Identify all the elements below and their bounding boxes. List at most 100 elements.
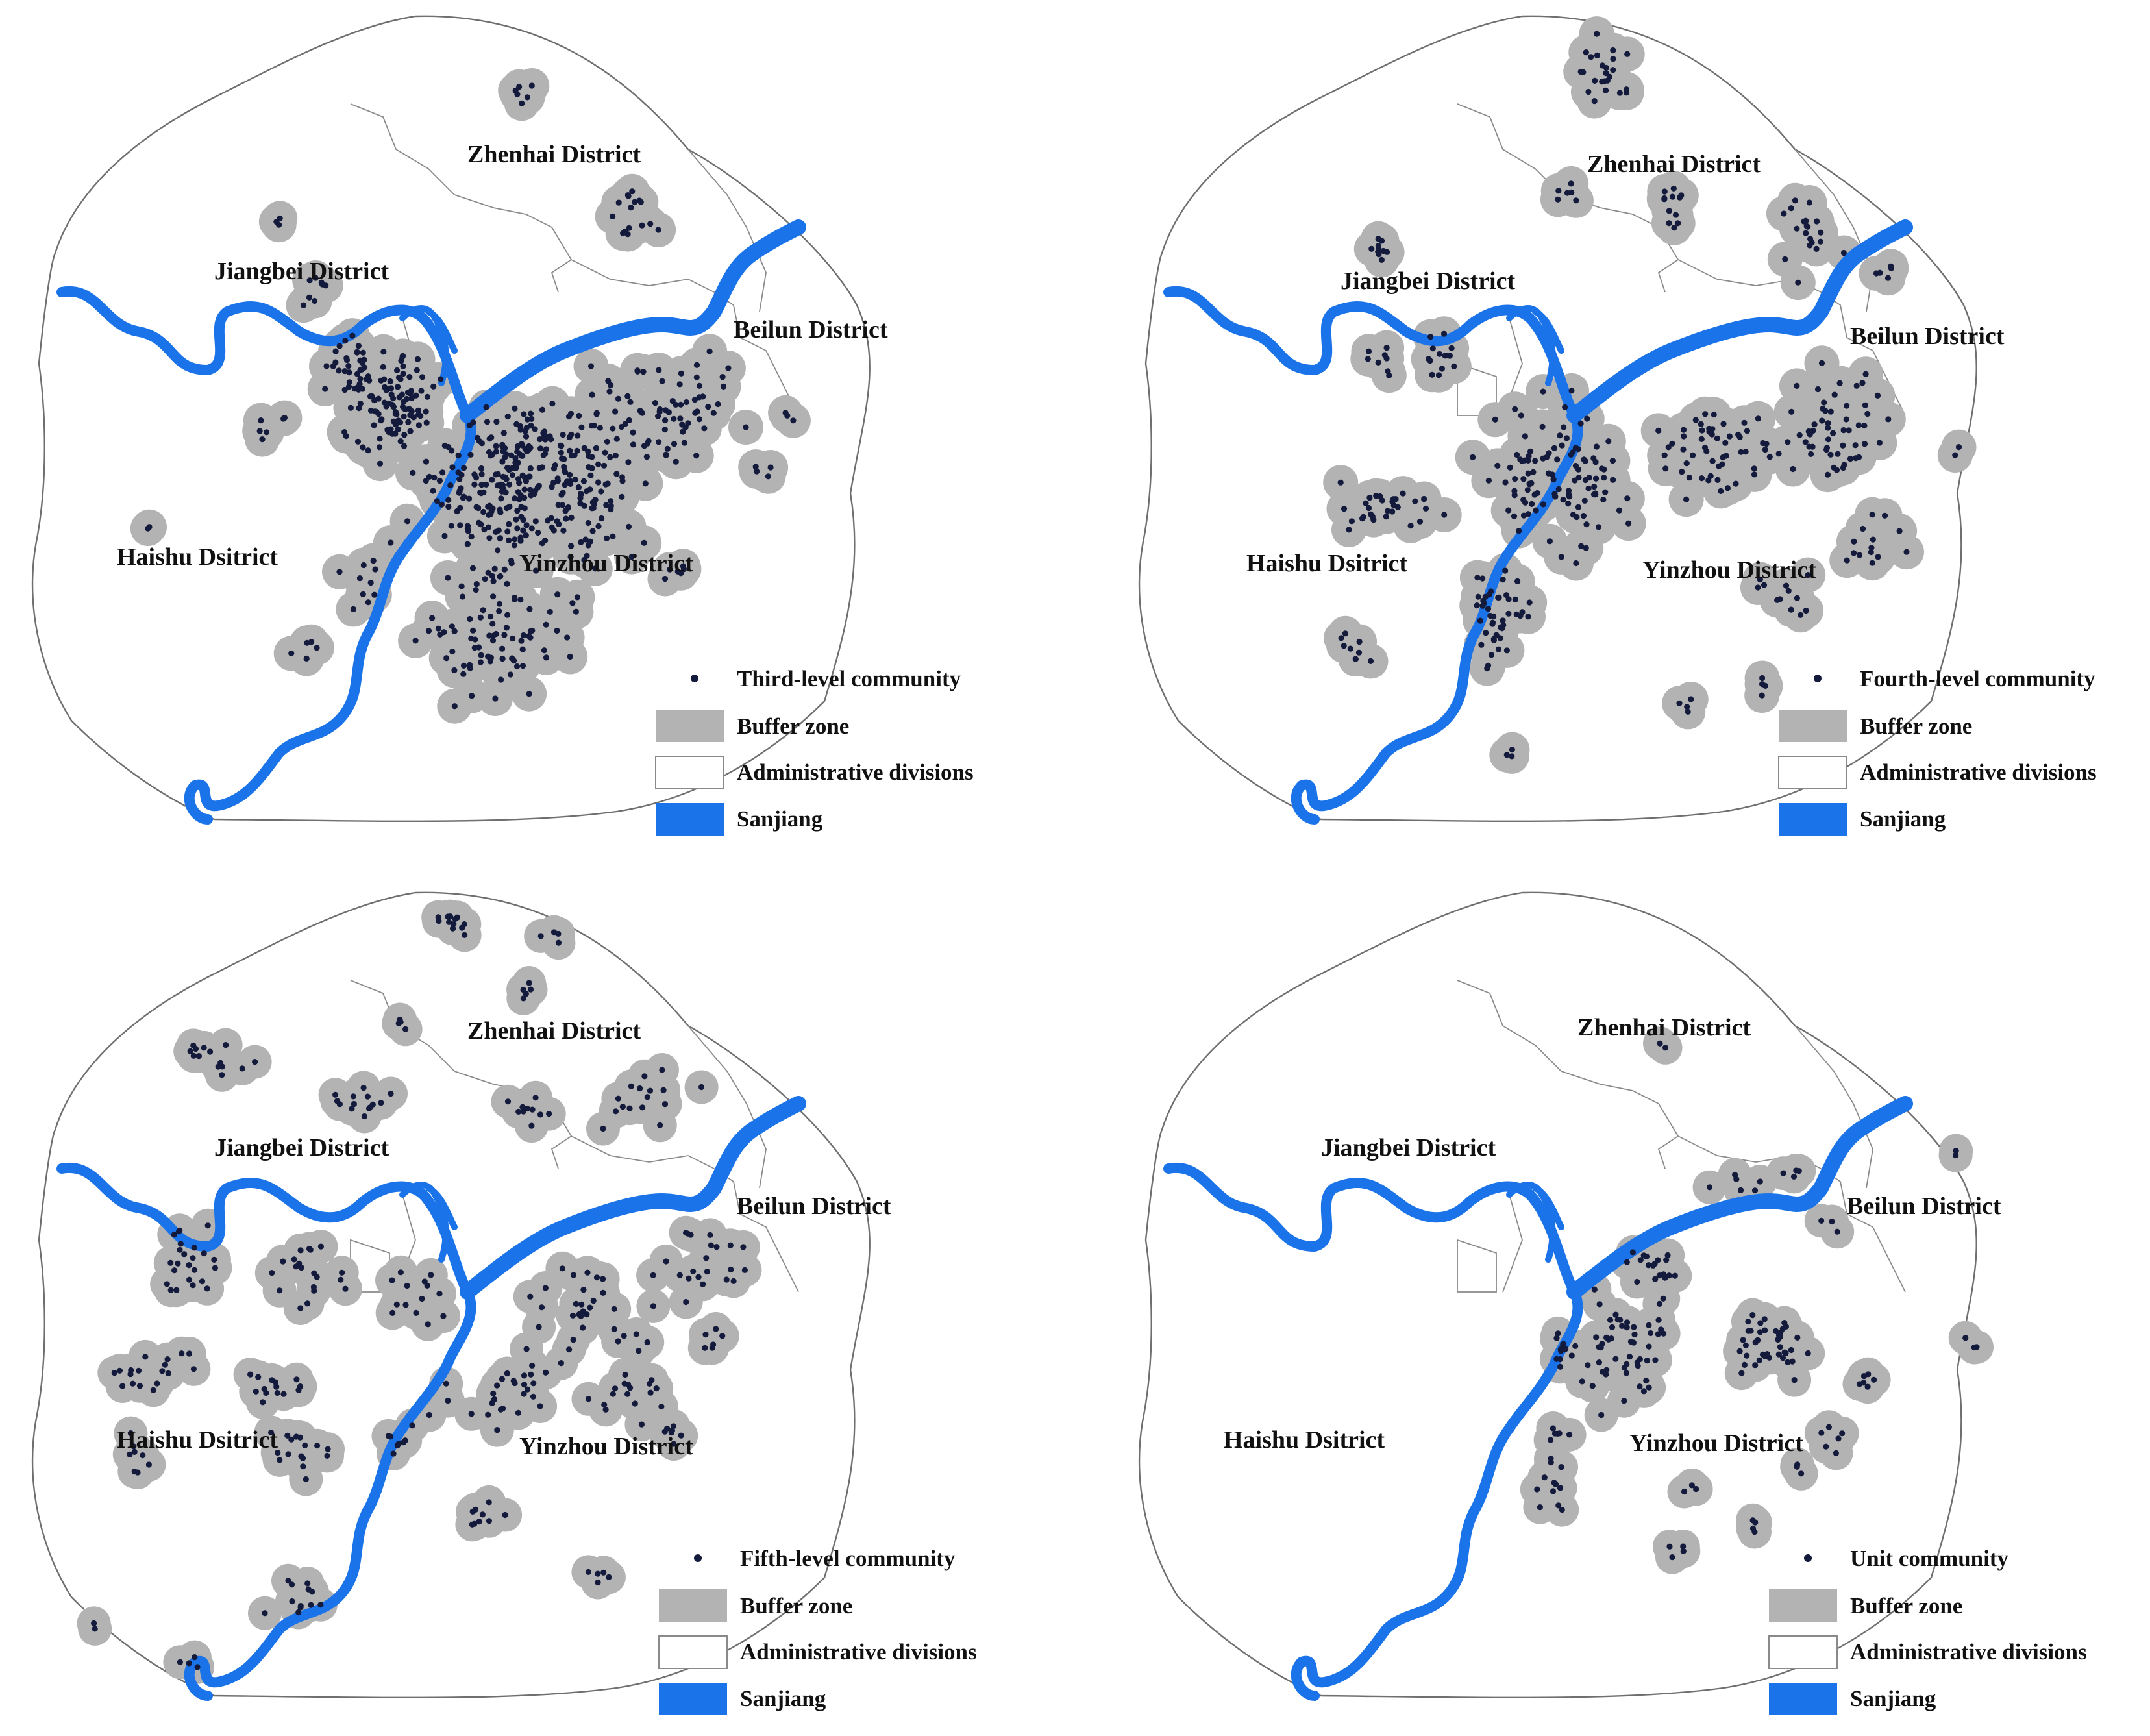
community-point — [506, 521, 512, 527]
community-point — [119, 1383, 126, 1389]
community-point — [612, 1108, 619, 1115]
community-point — [1572, 445, 1579, 451]
community-point — [457, 522, 463, 528]
community-point — [543, 1369, 549, 1376]
community-point — [204, 1285, 210, 1292]
community-point — [1683, 460, 1690, 467]
community-point — [641, 1073, 648, 1080]
community-point — [1744, 428, 1750, 434]
community-point — [1610, 477, 1616, 483]
community-point — [533, 567, 539, 574]
community-point — [694, 408, 700, 415]
community-point — [709, 1345, 715, 1351]
community-point — [1519, 609, 1526, 615]
community-point — [587, 472, 594, 478]
community-point — [521, 1391, 527, 1397]
community-point — [1821, 399, 1827, 406]
community-point — [441, 532, 448, 539]
community-point — [1539, 423, 1546, 430]
community-point — [371, 422, 377, 428]
community-point — [1690, 452, 1696, 459]
community-point — [519, 100, 525, 106]
community-point — [1540, 388, 1546, 395]
community-point — [642, 480, 649, 487]
community-point — [632, 1400, 638, 1407]
community-point — [1579, 1378, 1585, 1385]
community-point — [1512, 406, 1518, 412]
community-point — [1656, 1300, 1662, 1307]
community-point — [377, 436, 383, 442]
community-point — [625, 1381, 632, 1388]
community-point — [274, 1389, 280, 1396]
community-point — [1498, 624, 1504, 630]
community-point — [369, 393, 375, 399]
community-point — [520, 527, 526, 534]
community-point — [499, 645, 506, 652]
community-point — [577, 501, 584, 507]
community-point — [1669, 1554, 1675, 1561]
community-point — [512, 455, 519, 462]
community-point — [585, 519, 591, 527]
community-point — [350, 1093, 357, 1100]
community-point — [1844, 403, 1850, 409]
community-point — [1781, 1320, 1788, 1326]
community-point — [1583, 521, 1590, 528]
community-point — [252, 1059, 258, 1065]
community-point — [578, 491, 584, 497]
community-point — [1603, 1367, 1610, 1373]
community-point — [1693, 1485, 1699, 1493]
community-point — [1875, 554, 1881, 560]
community-point — [584, 1311, 590, 1318]
community-point — [519, 662, 526, 669]
community-point — [572, 477, 578, 483]
community-point — [1568, 1352, 1575, 1359]
community-point — [342, 338, 349, 344]
community-point — [663, 452, 669, 458]
community-point — [595, 1579, 601, 1586]
community-point — [1680, 427, 1687, 433]
community-point — [1681, 1488, 1688, 1495]
community-point — [1843, 416, 1849, 423]
community-point — [568, 543, 575, 549]
community-point — [490, 578, 497, 584]
community-point — [389, 1277, 395, 1283]
community-point — [604, 438, 610, 445]
community-point — [542, 538, 549, 544]
panel-third-level: Zhenhai District Jiangbei District Beilu… — [31, 15, 974, 836]
community-point — [1896, 528, 1903, 534]
community-point — [1688, 696, 1694, 702]
community-point — [111, 1370, 117, 1376]
community-point — [660, 1087, 667, 1093]
community-point — [1759, 1351, 1766, 1358]
community-point — [1497, 635, 1503, 641]
community-point — [1512, 476, 1518, 482]
community-point — [319, 281, 326, 288]
community-point — [510, 1378, 517, 1384]
community-point — [558, 449, 564, 456]
community-point — [652, 400, 659, 406]
community-point — [1646, 1343, 1652, 1350]
community-point — [657, 406, 663, 413]
community-point — [478, 471, 485, 478]
community-point — [273, 1383, 280, 1390]
label-haishu: Haishu Dsitrict — [117, 543, 278, 571]
community-point — [1836, 380, 1843, 386]
community-point — [611, 1306, 617, 1312]
community-point — [1609, 1324, 1616, 1330]
community-point — [1373, 493, 1379, 499]
community-point — [289, 1598, 295, 1605]
community-point — [1522, 433, 1528, 440]
community-point — [1561, 424, 1567, 430]
community-point — [1621, 1398, 1627, 1404]
community-point — [187, 1048, 193, 1054]
community-point — [683, 399, 689, 406]
community-point — [275, 1450, 281, 1456]
community-point — [532, 426, 538, 432]
community-point — [527, 986, 534, 993]
community-point — [393, 1301, 400, 1308]
community-point — [598, 488, 604, 495]
legend-river-label: Sanjiang — [740, 1686, 826, 1711]
community-point — [399, 391, 406, 398]
legend-buffer-swatch — [659, 1589, 727, 1622]
legend-community-label: Third-level community — [737, 666, 961, 691]
